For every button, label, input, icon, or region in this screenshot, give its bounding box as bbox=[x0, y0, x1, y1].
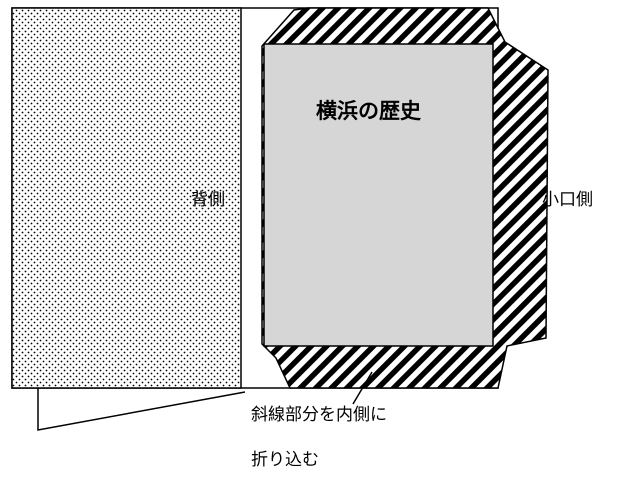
dotted-back-panel bbox=[11, 7, 242, 389]
spine-side-label: 背側 bbox=[191, 190, 225, 210]
book-body bbox=[263, 43, 494, 347]
leader-line bbox=[352, 371, 373, 405]
fore-edge-side-label: 小口側 bbox=[542, 190, 593, 210]
book-title: 横浜の歴史 bbox=[316, 99, 421, 123]
instruction-line-2: 折り込む bbox=[251, 450, 319, 470]
base-bracket bbox=[37, 388, 246, 431]
instruction-line-1: 斜線部分を内側に bbox=[251, 405, 387, 425]
